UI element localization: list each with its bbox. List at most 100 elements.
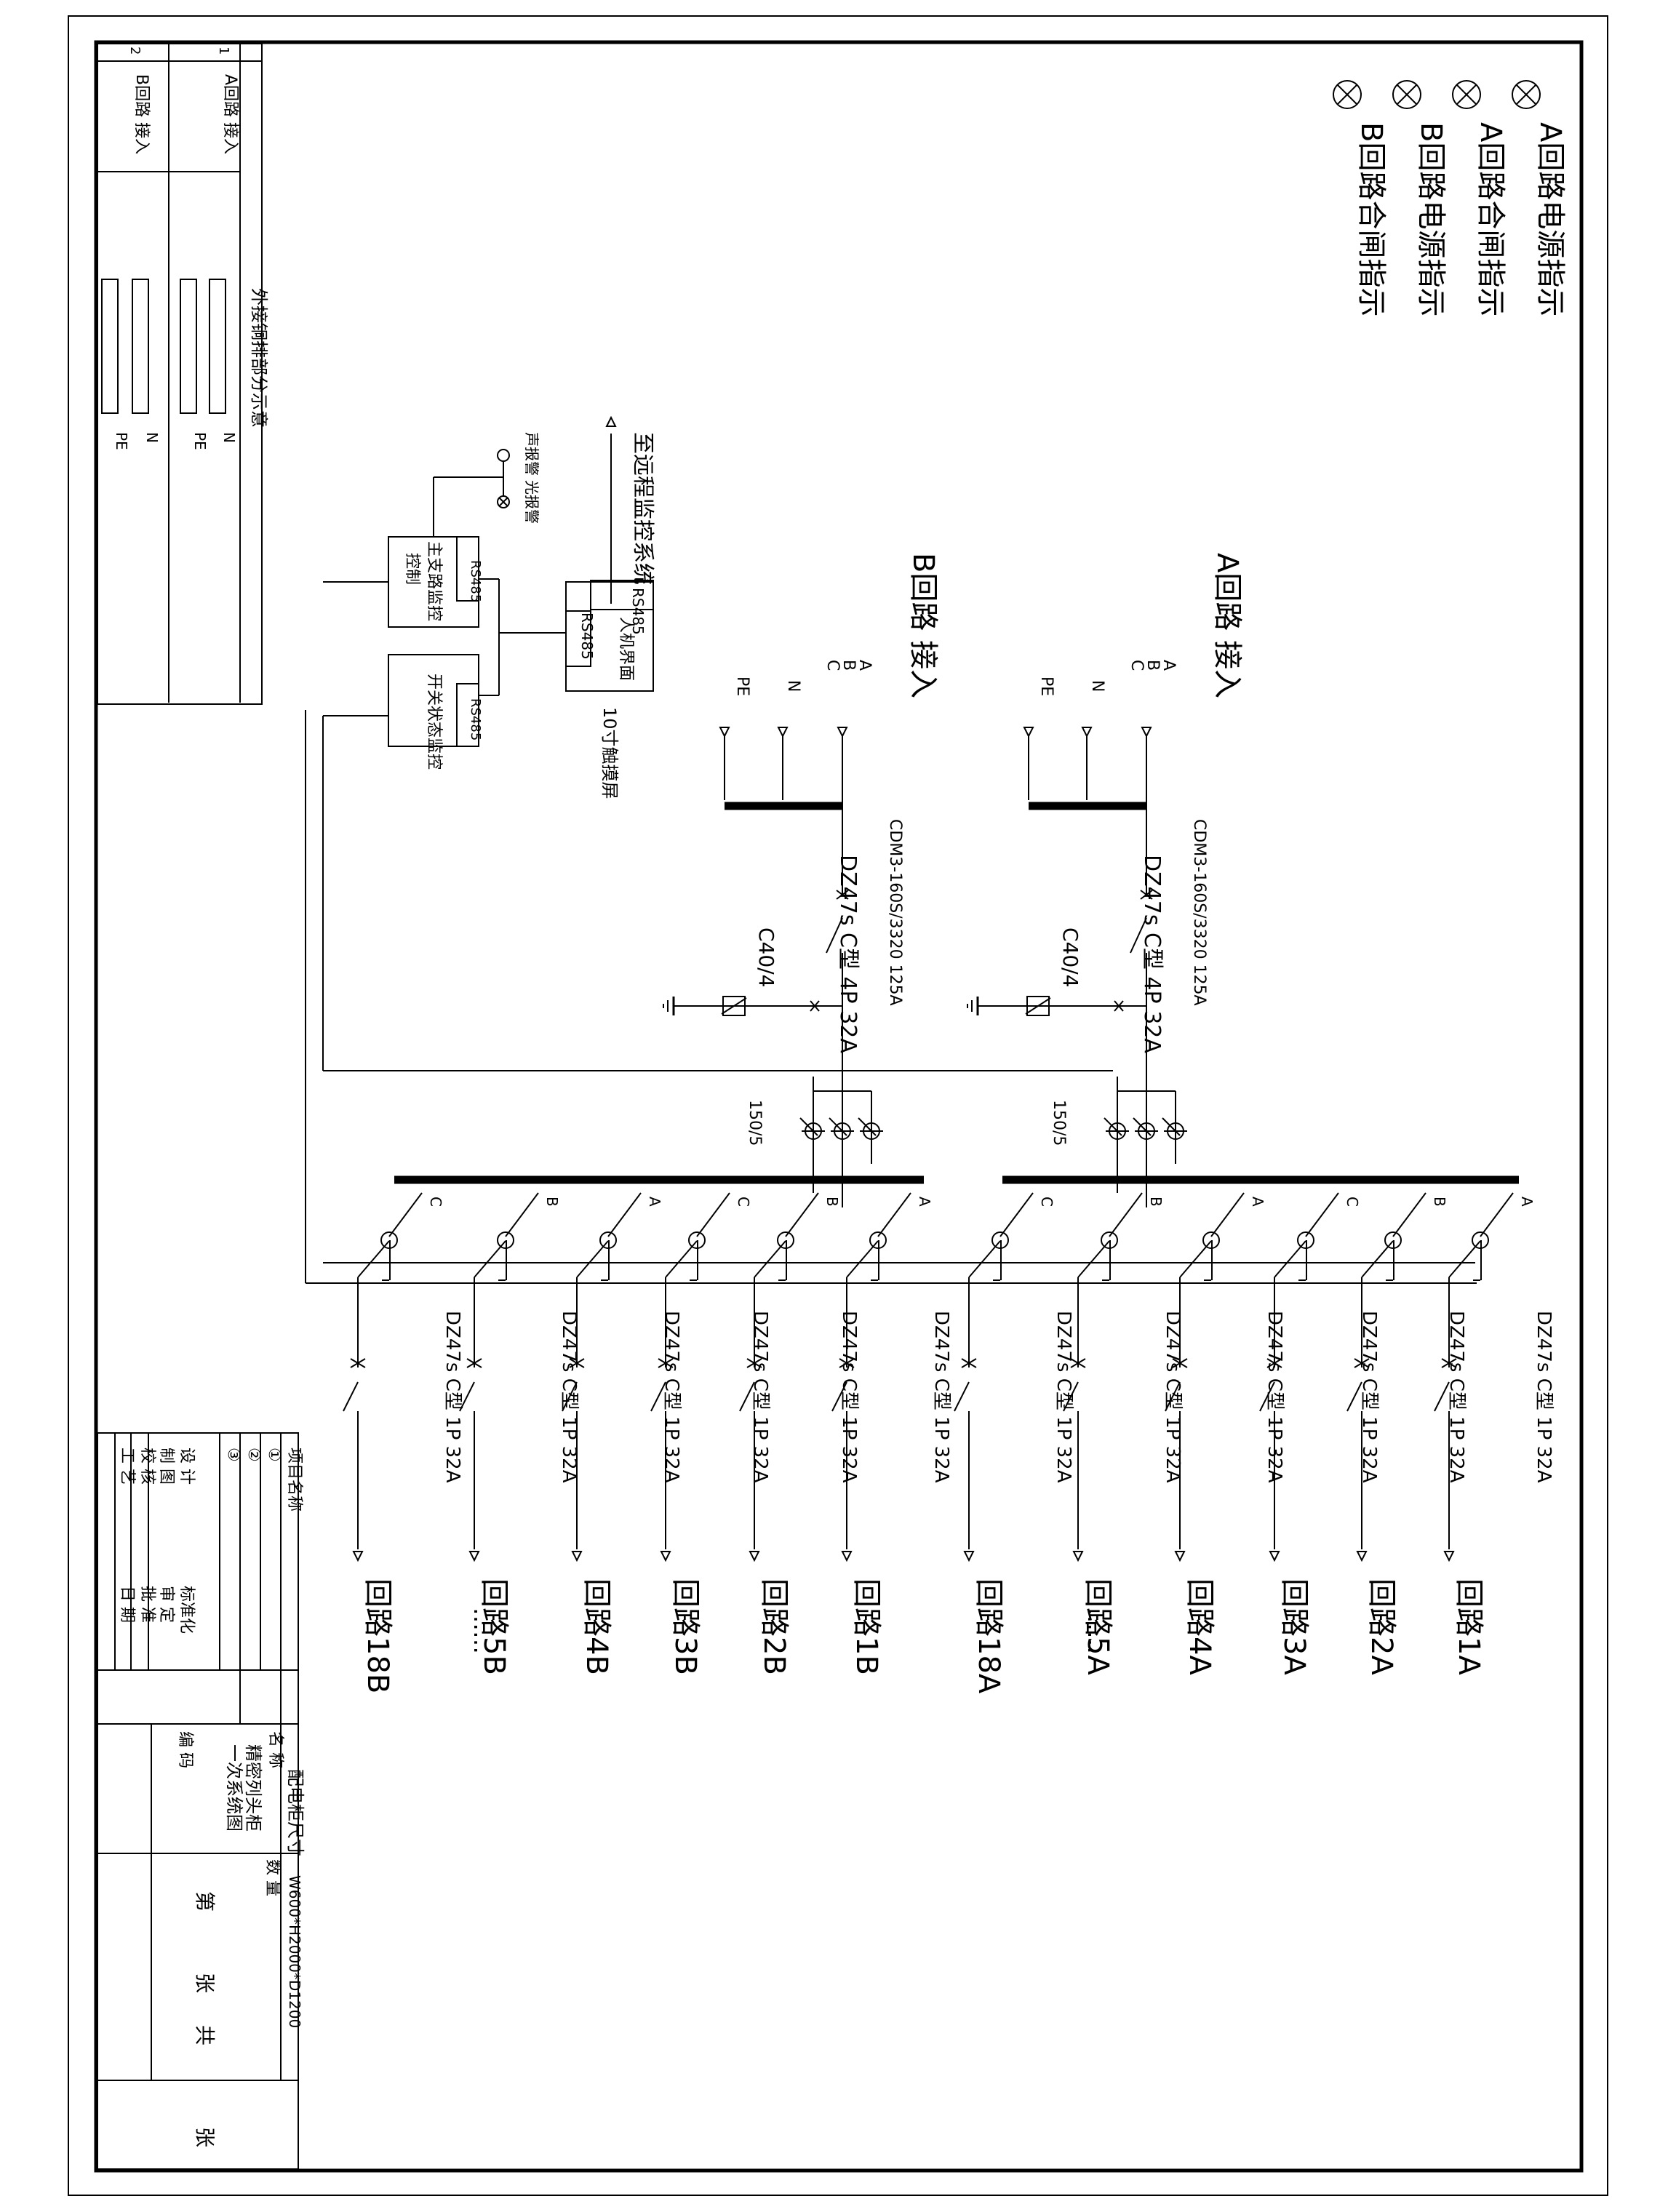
- breaker-mark: [961, 1358, 977, 1368]
- spd-breaker-label: DZ47s C型 4P 32A: [1139, 855, 1165, 1053]
- copper-bar-icon: [132, 279, 149, 414]
- breaker-contact: [650, 1381, 666, 1412]
- wire: [785, 1192, 819, 1237]
- feeder-output-label: 回路4B: [580, 1578, 613, 1675]
- busbar-phase-label: A: [916, 1197, 933, 1207]
- arrow-icon: [605, 415, 617, 427]
- open-triangle-terminal-icon: [837, 727, 848, 738]
- busbar-phase-label: C: [1038, 1197, 1056, 1207]
- tb-qty: 数 量: [263, 1859, 282, 1896]
- feeder-breaker-label: DZ47s C型 1P 32A: [749, 1311, 771, 1483]
- feeder-breaker-label: DZ47s C型 1P 32A: [1358, 1311, 1380, 1483]
- breaker-mark: [839, 1358, 855, 1368]
- lamp-x-icon: [1452, 80, 1481, 109]
- bar-label: N: [143, 432, 161, 443]
- phase-label: B: [839, 660, 858, 671]
- wire: [505, 1192, 539, 1237]
- tb-check: 校 核: [138, 1448, 156, 1485]
- feeder: DZ47s C型 1P 32A 回路2B: [739, 1192, 860, 1675]
- feeder-output-label: 回路5A: [1081, 1578, 1114, 1675]
- indicator-label: A回路合闸指示: [1474, 122, 1507, 316]
- feeder-output-label: 回路1A: [1452, 1578, 1485, 1675]
- wire: [1448, 1240, 1481, 1278]
- tb-sheet: 第: [193, 1891, 217, 1912]
- breaker-contact: [343, 1381, 359, 1412]
- feeder-breaker-label: DZ47s C型 1P 32A: [1445, 1311, 1467, 1483]
- ct-tap: [858, 1117, 877, 1136]
- breaker-contact: [1063, 1381, 1079, 1412]
- tb-rev: ③: [224, 1448, 242, 1462]
- wire: [1305, 1192, 1339, 1237]
- open-triangle-terminal-icon: [963, 1551, 975, 1562]
- indicator-item: B回路合闸指示: [1333, 80, 1388, 316]
- ct-ratio-label: 150/5: [746, 1100, 764, 1146]
- spd-breaker-label: DZ47s C型 4P 32A: [835, 855, 861, 1053]
- feeder-breaker-label: DZ47s C型 1P 32A: [1533, 1311, 1555, 1483]
- spd-label: C40/4: [754, 927, 778, 987]
- tb-sheet: 张: [193, 1973, 217, 1993]
- tb-size: W600*H2000*D1200: [286, 1875, 303, 2028]
- feeder-output-label: 回路5B: [477, 1578, 511, 1675]
- open-triangle-terminal-icon: [352, 1551, 364, 1562]
- bar-label: N: [220, 432, 238, 443]
- breaker-mark: [836, 890, 849, 900]
- hmi-label: 人机界面: [617, 617, 635, 681]
- sound-alarm-icon: [497, 449, 510, 462]
- feeder-output-label: 回路4A: [1183, 1578, 1216, 1675]
- hmi-note: 10寸触摸屏: [599, 707, 620, 799]
- title-block-frame: [97, 1432, 299, 2170]
- feeder-breaker-label: DZ47s C型 1P 32A: [838, 1311, 860, 1483]
- tb-sheet: 张: [193, 2127, 217, 2147]
- ct-tap: [799, 1117, 818, 1136]
- tb-draw: 制 图: [157, 1448, 175, 1485]
- incoming-title: B回路 接入: [906, 553, 940, 698]
- lamp-x-icon: [1392, 80, 1421, 109]
- lamp-x-icon: [1456, 84, 1477, 105]
- breaker-contact: [1434, 1381, 1450, 1412]
- tb-drawing-name: 一次系统图: [224, 1744, 244, 1832]
- open-triangle-terminal-icon: [1174, 1551, 1186, 1562]
- busbar-phase-label: B: [1431, 1197, 1448, 1207]
- wire: [754, 1240, 786, 1278]
- row-number: 2: [127, 47, 143, 55]
- rs485-port: [456, 683, 479, 747]
- rs485-label: RS485: [578, 612, 596, 660]
- pe-label: PE: [1037, 676, 1056, 696]
- breaker-mark: [1114, 1000, 1124, 1012]
- lamp-x-icon: [1333, 80, 1362, 109]
- tb-standard: 标准化: [177, 1586, 196, 1634]
- breaker-contact: [1346, 1381, 1362, 1412]
- rs485-port: [565, 610, 591, 667]
- feeder-output-label: 回路2B: [757, 1578, 791, 1675]
- alarm-light-label: 光报警: [523, 480, 540, 524]
- breaker-contact: [562, 1381, 578, 1412]
- tb-project: 项目名称: [285, 1448, 303, 1512]
- open-triangle-terminal-icon: [571, 1551, 583, 1562]
- phase-label: C: [823, 660, 842, 671]
- wire: [877, 1192, 911, 1237]
- open-triangle-terminal-icon: [841, 1551, 853, 1562]
- tb-code-label: 编 码: [176, 1731, 194, 1768]
- breaker-contact: [826, 917, 843, 954]
- wire: [1109, 1192, 1143, 1237]
- ellipsis: ……: [1082, 1608, 1110, 1654]
- breaker-mark: [1172, 1358, 1188, 1368]
- breaker-mark: [1140, 890, 1153, 900]
- open-triangle-terminal-icon: [1023, 727, 1034, 738]
- wire: [846, 1240, 879, 1278]
- wire: [696, 1192, 730, 1237]
- breaker-mark: [658, 1358, 674, 1368]
- feeder-output-label: 回路1B: [850, 1578, 883, 1675]
- phase-label: A: [855, 660, 874, 671]
- wire: [968, 1240, 1001, 1278]
- main-breaker-label: CDM3-160S/3320 125A: [1190, 819, 1208, 1006]
- wire: [1179, 1240, 1212, 1278]
- row-name: A回路 接入: [221, 74, 239, 154]
- surge-protector-icon: [1025, 997, 1051, 1015]
- rs485-label: RS485: [468, 560, 483, 602]
